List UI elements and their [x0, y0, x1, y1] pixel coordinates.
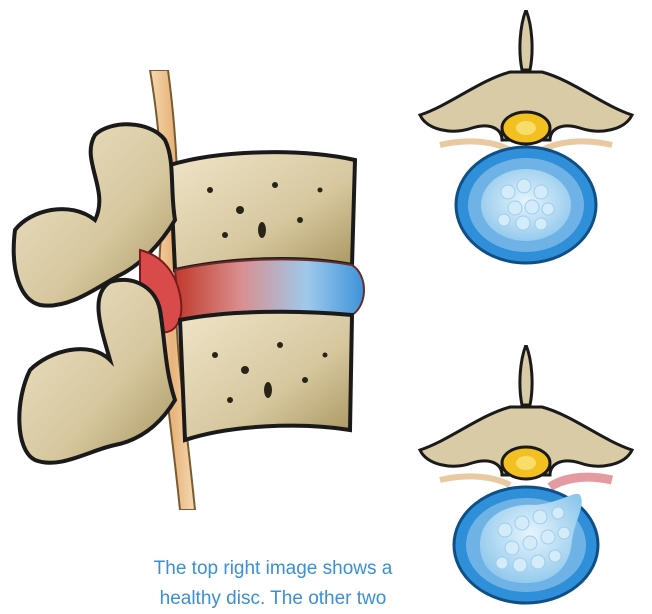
- upper-vertebral-body: [170, 152, 355, 270]
- caption-text: The top right image shows a healthy disc…: [148, 554, 398, 614]
- herniated-disc-cross-section-icon: [400, 345, 652, 606]
- lower-vertebral-body: [180, 312, 352, 440]
- lumbar-spine-side-view-icon: [0, 70, 380, 510]
- healthy-disc-cross-section-icon: [400, 10, 652, 265]
